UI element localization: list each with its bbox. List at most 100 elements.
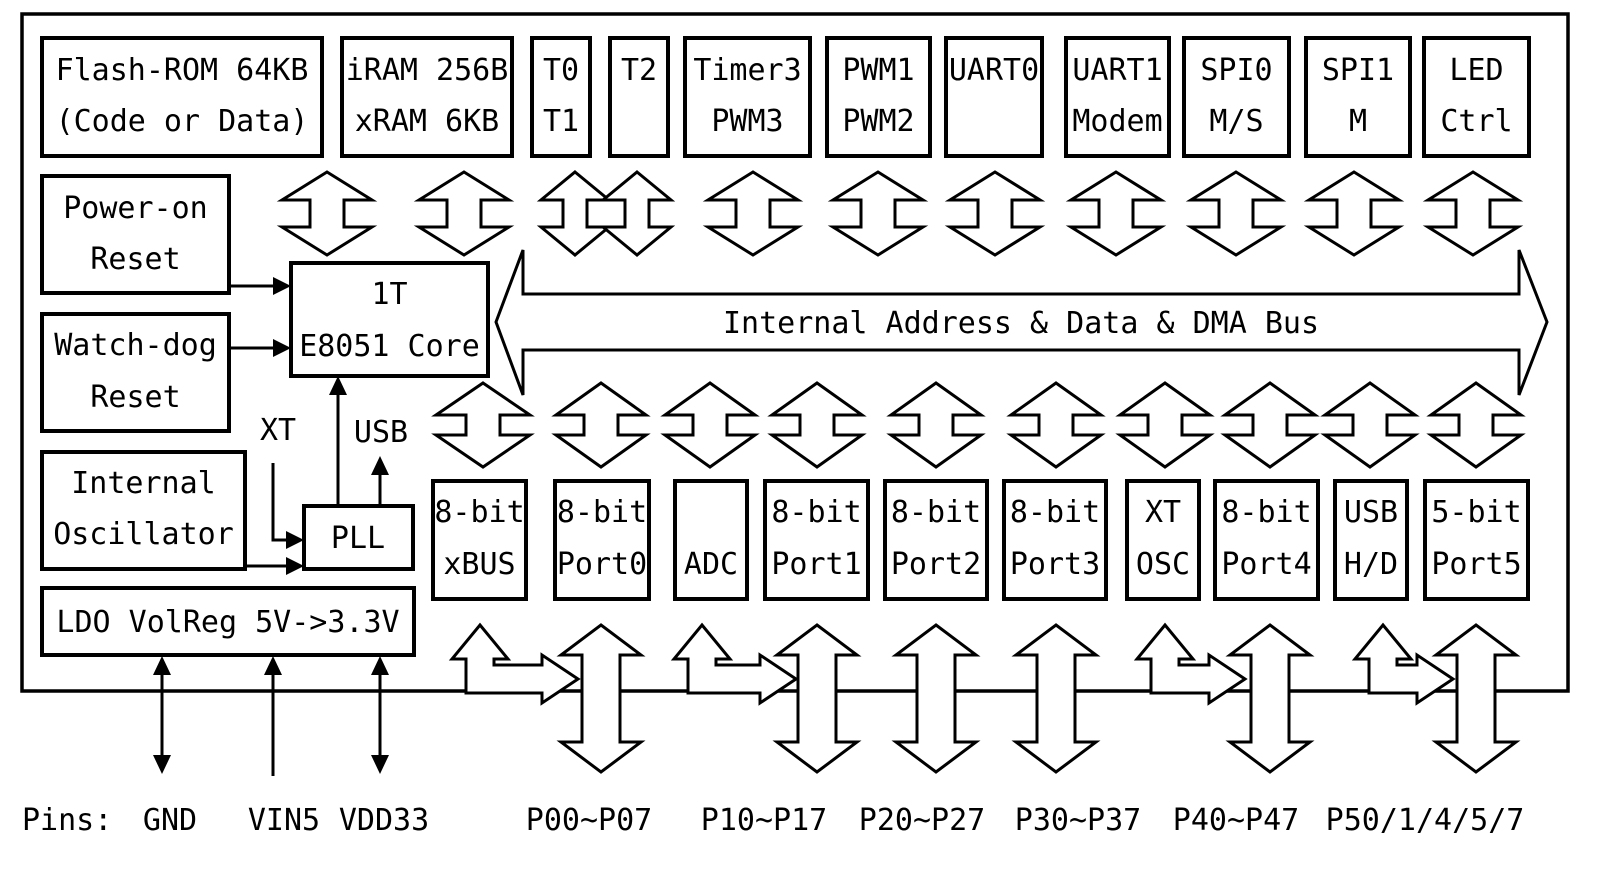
arrowhead-right-icon	[286, 557, 304, 575]
top-block-timer3-box	[683, 36, 812, 158]
internal-bus-label: Internal Address & Data & DMA Bus	[723, 306, 1319, 341]
bottom-block-port0-label: 8-bit	[557, 495, 647, 530]
pin-label-vdd33: VDD33	[339, 803, 429, 838]
top-block-t2-label: T2	[621, 53, 657, 88]
bottom-block-port0-label: Port0	[557, 547, 647, 582]
arrowhead-up-icon	[329, 376, 347, 395]
top-block-spi1-label: SPI1	[1322, 53, 1394, 88]
top-block-spi1-box	[1304, 36, 1412, 158]
top-block-flash-box	[40, 36, 324, 158]
top-block-pwm12-label: PWM2	[842, 104, 914, 139]
arrowhead-down-icon	[371, 755, 389, 774]
bottom-bus-arrow-icon	[767, 381, 867, 469]
bottom-block-port1-box	[763, 479, 870, 601]
left-block-wdt-box	[40, 312, 231, 433]
bottom-block-port2-label: Port2	[891, 547, 981, 582]
top-block-uart0-box	[944, 36, 1044, 158]
bottom-bus-arrow-icon	[1426, 381, 1526, 469]
bottom-block-xbus-label: xBUS	[443, 547, 515, 582]
top-block-led-label: LED	[1449, 53, 1503, 88]
arrowhead-right-icon	[286, 531, 304, 549]
bottom-block-xbus-box	[431, 479, 528, 601]
left-block-ldo-box	[40, 586, 416, 657]
pin-label-port: P10~P17	[701, 803, 827, 838]
left-block-ldo-label: LDO VolReg 5V->3.3V	[56, 605, 399, 640]
top-bus-arrow-icon	[413, 170, 515, 257]
top-block-pwm12-label: PWM1	[842, 53, 914, 88]
top-block-uart1-label: UART1	[1072, 53, 1162, 88]
bottom-block-port4-label: Port4	[1221, 547, 1311, 582]
pin-label-port: P50/1/4/5/7	[1326, 803, 1525, 838]
bottom-block-port5-label: Port5	[1431, 547, 1521, 582]
pin-label-gnd: GND	[143, 803, 197, 838]
top-bus-arrow-icon	[536, 170, 614, 257]
top-bus-arrow-icon	[276, 170, 378, 257]
top-block-led-label: Ctrl	[1440, 104, 1512, 139]
port-pin-arrow-icon	[891, 623, 981, 774]
top-block-spi0-label: SPI0	[1200, 53, 1272, 88]
bottom-block-adc: ADC	[673, 479, 749, 601]
top-block-ram-box	[340, 36, 514, 158]
pin-label-vin5: VIN5	[248, 803, 320, 838]
top-block-t0t1-box	[530, 36, 592, 158]
arrowhead-up-icon	[371, 656, 389, 675]
top-block-pwm12-box	[825, 36, 932, 158]
pll-label: PLL	[331, 521, 385, 556]
bottom-bus-arrow-icon	[1320, 381, 1420, 469]
usb-clock-label: USB	[354, 415, 408, 450]
xtosc-pin-arrow-icon	[1133, 622, 1248, 706]
bottom-block-port5-box	[1423, 479, 1530, 601]
pll-box	[302, 504, 415, 571]
arrowhead-down-icon	[153, 755, 171, 774]
port-pin-arrow-icon	[1225, 623, 1315, 774]
top-bus-arrow-icon	[1065, 170, 1167, 257]
top-bus-arrow-icon	[944, 170, 1046, 257]
pin-label-port: P20~P27	[859, 803, 985, 838]
bottom-block-port0-box	[553, 479, 651, 601]
top-block-t0t1-label: T1	[543, 104, 579, 139]
top-block-flash-label: Flash-ROM 64KB	[56, 53, 309, 88]
core-block-label: E8051 Core	[299, 329, 480, 364]
top-block-spi1-label: M	[1349, 104, 1367, 139]
bottom-block-xtosc-box	[1125, 479, 1201, 601]
bottom-bus-arrow-icon	[1115, 381, 1215, 469]
xbus-pin-arrow-icon	[448, 622, 581, 706]
xt-input-line	[271, 463, 288, 542]
bottom-block-xtosc-label: OSC	[1136, 547, 1190, 582]
top-block-uart0-label: UART0	[949, 53, 1039, 88]
bottom-block-port1-label: 8-bit	[771, 495, 861, 530]
adc-pin-arrow-icon	[670, 622, 799, 706]
bottom-bus-arrow-icon	[1220, 381, 1320, 469]
top-bus-arrow-icon	[702, 170, 804, 257]
bottom-block-port3-label: 8-bit	[1010, 495, 1100, 530]
bottom-bus-arrow-icon	[1006, 381, 1106, 469]
top-block-t2-box	[608, 36, 670, 158]
bottom-block-port2-label: 8-bit	[891, 495, 981, 530]
bottom-block-port4-label: 8-bit	[1221, 495, 1311, 530]
top-block-uart0: UART0	[944, 36, 1044, 158]
top-block-led-box	[1422, 36, 1531, 158]
bottom-block-port2-box	[883, 479, 989, 601]
bottom-block-adc-box	[673, 479, 749, 601]
top-bus-arrow-icon	[1185, 170, 1287, 257]
bottom-block-usbhd-label: H/D	[1344, 547, 1398, 582]
bottom-bus-arrow-icon	[886, 381, 986, 469]
bottom-bus-arrow-icon	[431, 381, 535, 469]
usb-pin-arrow-icon	[1351, 622, 1456, 706]
top-block-flash: Flash-ROM 64KB(Code or Data)	[40, 36, 324, 158]
top-bus-arrow-icon	[1422, 170, 1524, 257]
